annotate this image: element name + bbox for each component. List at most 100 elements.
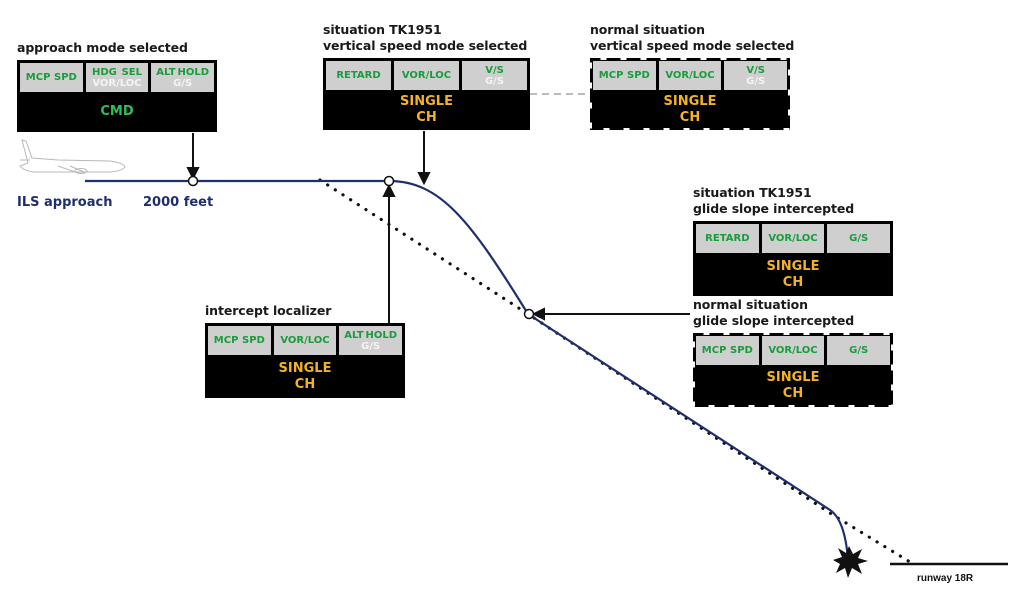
active-mode-text: VOR/LOC — [280, 335, 330, 346]
waypoint-vs-selected — [383, 175, 395, 187]
active-mode-text: RETARD — [336, 70, 381, 81]
fma-mode-cell: G/S — [827, 336, 891, 365]
panel-caption: situation TK1951 — [693, 185, 812, 200]
active-mode-text: V/S — [746, 64, 765, 76]
fma-mode-row: RETARD VOR/LOC G/S — [696, 224, 891, 253]
fma-mode-cell: G/S — [827, 224, 891, 253]
panel-caption: vertical speed mode selected — [590, 38, 795, 53]
active-mode-text: RETARD — [705, 233, 750, 244]
active-mode-text: SEL — [121, 66, 142, 78]
active-mode: V/S — [724, 65, 787, 76]
active-mode: HDG SEL — [86, 67, 149, 78]
fma-mode-cell: VOR/LOC — [658, 61, 722, 90]
panel-caption: normal situation — [693, 297, 808, 312]
autopilot-status-text: SINGLE — [663, 94, 717, 109]
fma-mode-cell: RETARD — [326, 61, 391, 90]
active-mode-text: ALT — [344, 329, 364, 341]
panel-caption: glide slope intercepted — [693, 313, 855, 328]
airplane-icon — [19, 139, 126, 174]
active-mode: RETARD — [696, 233, 759, 244]
active-mode-text: SPD — [627, 70, 650, 81]
autopilot-status-text: SINGLE — [766, 370, 820, 385]
autopilot-status-text: CH — [782, 274, 804, 290]
active-mode: G/S — [827, 233, 890, 244]
active-mode-text: HOLD — [177, 66, 210, 78]
active-mode-text: MCP — [213, 335, 239, 346]
active-mode-text: SPD — [54, 72, 77, 83]
panel-caption: intercept localizer — [205, 303, 332, 318]
active-mode-text: VOR/LOC — [401, 70, 452, 81]
altitude-label: 2000 feet — [143, 195, 214, 210]
autopilot-status-text: CH — [679, 110, 701, 125]
active-mode-text: HDG — [92, 66, 117, 78]
autopilot-status-text: SINGLE — [766, 258, 820, 274]
armed-mode-text: G/S — [484, 75, 505, 87]
crash-icon — [833, 546, 868, 578]
armed-mode-text: G/S — [173, 77, 193, 89]
ils-approach-label: ILS approach — [17, 195, 113, 210]
active-mode: RETARD — [326, 70, 391, 81]
autopilot-status-text: SINGLE — [400, 94, 453, 109]
panel-caption: vertical speed mode selected — [323, 38, 528, 53]
active-mode-text: HOLD — [365, 329, 398, 341]
active-mode: VOR/LOC — [659, 70, 722, 81]
active-mode-text: VOR/LOC — [665, 70, 715, 81]
autopilot-status-text: CH — [416, 110, 437, 125]
active-mode-text: VOR/LOC — [768, 345, 818, 356]
active-mode: VOR/LOC — [762, 345, 825, 356]
active-mode-text: VOR/LOC — [768, 233, 818, 244]
active-mode-text: SPD — [242, 335, 265, 346]
runway-label: runway 18R — [917, 573, 974, 584]
panel-caption: approach mode selected — [17, 40, 188, 55]
fma-mode-cell: VOR/LOC — [761, 336, 825, 365]
active-mode: G/S — [827, 345, 890, 356]
active-mode-text: MCP — [701, 345, 727, 356]
armed-mode-text: G/S — [361, 340, 381, 352]
active-mode: V/S — [462, 65, 527, 76]
active-mode: VOR/LOC — [274, 335, 337, 346]
active-mode-text: G/S — [849, 345, 869, 356]
active-mode-text: MCP — [598, 70, 624, 81]
autopilot-status: CMD — [17, 92, 217, 132]
autopilot-status-text: CMD — [100, 104, 134, 119]
active-mode-text: SPD — [730, 345, 753, 356]
active-mode-text: G/S — [849, 233, 869, 244]
arrows — [186, 131, 690, 328]
autopilot-status-text: CH — [294, 376, 316, 392]
autopilot-status-text: SINGLE — [278, 360, 332, 376]
active-mode: VOR/LOC — [394, 70, 459, 81]
waypoint-gs-intercept — [523, 308, 535, 320]
active-mode-text: V/S — [485, 64, 504, 76]
armed-mode-text: VOR/LOC — [92, 77, 142, 89]
fma-mode-cell: RETARD — [696, 224, 759, 253]
active-mode: VOR/LOC — [762, 233, 825, 244]
